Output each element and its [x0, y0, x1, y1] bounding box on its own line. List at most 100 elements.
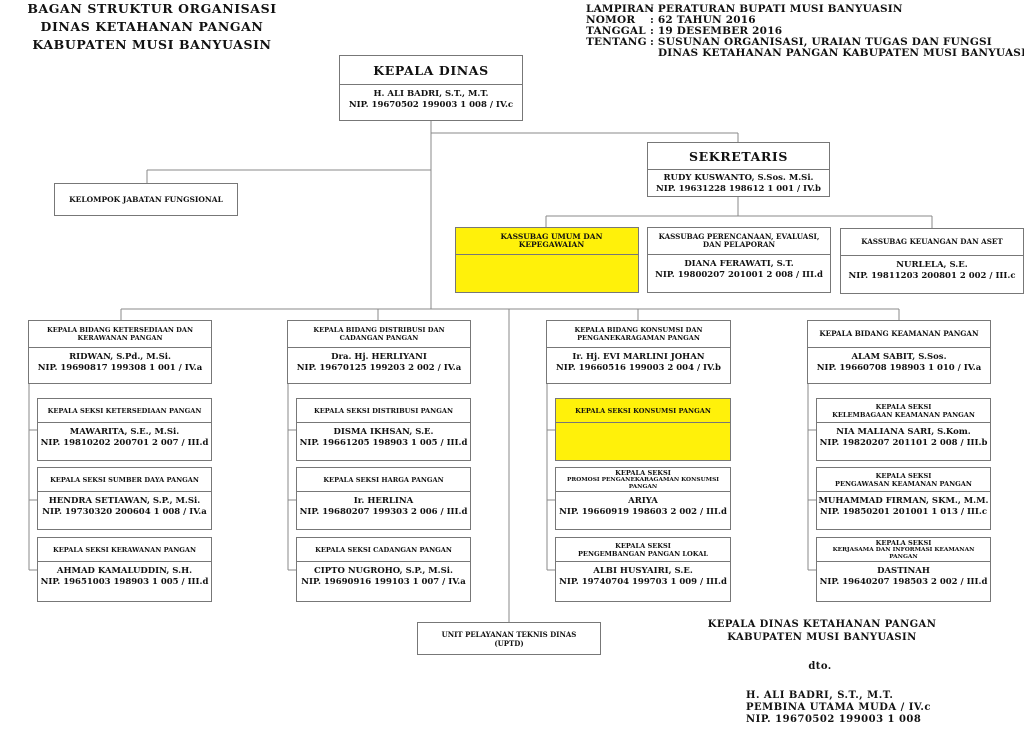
- box-title: KEPALA DINAS: [340, 56, 522, 85]
- seksi-konsumsi-box: KEPALA SEKSI KONSUMSI PANGAN: [555, 398, 731, 461]
- seksi-pengawasan-box: KEPALA SEKSI PENGAWASAN KEAMANAN PANGAN …: [816, 467, 991, 530]
- box-title: KEPALA SEKSI HARGA PANGAN: [297, 468, 470, 492]
- official-nip: NIP. 19800207 201001 2 008 / III.d: [655, 270, 823, 280]
- signature-dto: dto.: [808, 661, 832, 672]
- seksi-kelembagaan-box: KEPALA SEKSI KELEMBAGAAN KEAMANAN PANGAN…: [816, 398, 991, 461]
- box-title-line: PROMOSI PENGANEKARAGAMAN KONSUMSI PANGAN: [567, 476, 719, 490]
- seksi-promosi-box: KEPALA SEKSI PROMOSI PENGANEKARAGAMAN KO…: [555, 467, 731, 530]
- nomor-label: NOMOR: [586, 14, 636, 26]
- tanggal-value: : 19 DESEMBER 2016: [650, 25, 783, 37]
- uptd-box: UNIT PELAYANAN TEKNIS DINAS (UPTD): [417, 622, 601, 655]
- official-nip: NIP. 19661205 198903 1 005 / III.d: [299, 438, 468, 448]
- official-nip: NIP. 19820207 201101 2 008 / III.b: [819, 438, 988, 448]
- official-name: H. ALI BADRI, S.T., M.T.: [373, 89, 489, 99]
- official-nip: NIP. 19670502 199003 1 008 / IV.c: [348, 100, 514, 110]
- lampiran-label: LAMPIRAN: [586, 3, 655, 15]
- uptd-line: (UPTD): [494, 638, 524, 648]
- official-nip: NIP. 19690817 199308 1 001 / IV.a: [37, 363, 203, 373]
- box-title-line: KEPALA SEKSI: [875, 471, 932, 480]
- signature-rank: PEMBINA UTAMA MUDA / IV.c: [746, 702, 931, 713]
- box-title-line: KEPALA SEKSI: [615, 541, 671, 550]
- signature-name: H. ALI BADRI, S.T., M.T.: [746, 690, 894, 701]
- official-nip: NIP. 19810202 200701 2 007 / III.d: [40, 438, 209, 448]
- seksi-ketersediaan-box: KEPALA SEKSI KETERSEDIAAN PANGAN MAWARIT…: [37, 398, 212, 461]
- official-name: RUDY KUSWANTO, S.Sos. M.Si.: [663, 173, 814, 183]
- tanggal-label: TANGGAL: [586, 25, 646, 37]
- box-title-line: KEPALA SEKSI: [615, 468, 671, 477]
- box-title: KELOMPOK JABATAN FUNGSIONAL: [69, 195, 223, 204]
- box-title: KEPALA SEKSI KONSUMSI PANGAN: [556, 399, 730, 423]
- signature-line: KABUPATEN MUSI BANYUASIN: [727, 632, 917, 643]
- official-name: ARIYA: [628, 496, 658, 506]
- box-title: KEPALA SEKSI KERAWANAN PANGAN: [38, 538, 211, 562]
- official-name: CIPTO NUGROHO, S.P., M.Si.: [314, 566, 453, 576]
- nomor-value: : 62 TAHUN 2016: [650, 14, 756, 26]
- box-title: KASSUBAG PERENCANAAN, EVALUASI, DAN PELA…: [648, 228, 830, 255]
- lampiran-value: : PERATURAN BUPATI MUSI BANYUASIN: [650, 3, 903, 15]
- official-nip: NIP. 19740704 199703 1 009 / III.d: [559, 577, 727, 587]
- official-name: HENDRA SETIAWAN, S.P., M.Si.: [48, 496, 201, 506]
- official-nip: NIP. 19651003 198903 1 005 / III.d: [40, 577, 209, 587]
- official-name: Ir. HERLINA: [353, 496, 414, 506]
- seksi-kerawanan-box: KEPALA SEKSI KERAWANAN PANGAN AHMAD KAMA…: [37, 537, 212, 602]
- box-title-line: KEPALA SEKSI: [875, 402, 932, 411]
- box-title: KEPALA SEKSI KELEMBAGAAN KEAMANAN PANGAN: [817, 399, 990, 423]
- seksi-kerjasama-box: KEPALA SEKSI KERJASAMA DAN INFORMASI KEA…: [816, 537, 991, 602]
- tentang-value-2: DINAS KETAHANAN PANGAN KABUPATEN MUSI BA…: [658, 47, 1024, 59]
- official-name: NIA MALIANA SARI, S.Kom.: [836, 427, 971, 437]
- official-name: MUHAMMAD FIRMAN, SKM., M.M.: [818, 496, 989, 506]
- official-name: ALBI HUSYAIRI, S.E.: [593, 566, 693, 576]
- chart-title-line: DINAS KETAHANAN PANGAN: [40, 19, 264, 34]
- seksi-sumber-daya-box: KEPALA SEKSI SUMBER DAYA PANGAN HENDRA S…: [37, 467, 212, 530]
- box-title: KEPALA SEKSI KETERSEDIAAN PANGAN: [38, 399, 211, 423]
- box-title: KEPALA SEKSI CADANGAN PANGAN: [297, 538, 470, 562]
- box-title: KASSUBAG KEUANGAN DAN ASET: [841, 229, 1023, 256]
- official-nip: NIP. 19730320 200604 1 008 / IV.a: [42, 507, 207, 517]
- official-name: Ir. Hj. EVI MARLINI JOHAN: [572, 352, 705, 362]
- seksi-distribusi-box: KEPALA SEKSI DISTRIBUSI PANGAN DISMA IKH…: [296, 398, 471, 461]
- kepala-dinas-box: KEPALA DINAS H. ALI BADRI, S.T., M.T. NI…: [339, 55, 523, 121]
- box-title: SEKRETARIS: [648, 143, 829, 170]
- chart-title: BAGAN STRUKTUR ORGANISASI DINAS KETAHANA…: [22, 0, 282, 54]
- chart-title-line: KABUPATEN MUSI BANYUASIN: [32, 37, 272, 52]
- uptd-line: UNIT PELAYANAN TEKNIS DINAS: [441, 629, 577, 639]
- official-nip: NIP. 19660708 198903 1 010 / IV.a: [816, 363, 982, 373]
- box-title-line: KERJASAMA DAN INFORMASI KEAMANAN PANGAN: [832, 546, 975, 560]
- official-nip: NIP. 19631228 198612 1 001 / IV.b: [656, 184, 821, 194]
- bidang-ketersediaan-box: KEPALA BIDANG KETERSEDIAAN DAN KERAWANAN…: [28, 320, 212, 384]
- official-nip: NIP. 19680207 199303 2 006 / III.d: [299, 507, 468, 517]
- chart-title-line: BAGAN STRUKTUR ORGANISASI: [27, 1, 277, 16]
- tentang-value: : SUSUNAN ORGANISASI, URAIAN TUGAS DAN F…: [650, 36, 992, 48]
- official-name: MAWARITA, S.E., M.Si.: [69, 427, 180, 437]
- box-title: KEPALA BIDANG KEAMANAN PANGAN: [808, 321, 990, 348]
- seksi-cadangan-box: KEPALA SEKSI CADANGAN PANGAN CIPTO NUGRO…: [296, 537, 471, 602]
- kassubag-umum-box: KASSUBAG UMUM DAN KEPEGAWAIAN: [455, 227, 639, 293]
- official-nip: NIP. 19690916 199103 1 007 / IV.a: [301, 577, 466, 587]
- tentang-label: TENTANG: [586, 36, 647, 48]
- official-nip: NIP. 19670125 199203 2 002 / IV.a: [296, 363, 462, 373]
- official-name: ALAM SABIT, S.Sos.: [851, 352, 947, 362]
- kelompok-jabatan-box: KELOMPOK JABATAN FUNGSIONAL: [54, 183, 238, 216]
- official-name: Dra. Hj. HERLIYANI: [331, 352, 427, 362]
- official-nip: NIP. 19660919 198603 2 002 / III.d: [559, 507, 727, 517]
- kassubag-perencanaan-box: KASSUBAG PERENCANAAN, EVALUASI, DAN PELA…: [647, 227, 831, 293]
- official-nip: NIP. 19640207 198503 2 002 / III.d: [819, 577, 988, 587]
- bidang-distribusi-box: KEPALA BIDANG DISTRIBUSI DAN CADANGAN PA…: [287, 320, 471, 384]
- box-title-line: PENGEMBANGAN PANGAN LOKAL: [577, 549, 709, 558]
- box-title: KEPALA SEKSI PROMOSI PENGANEKARAGAMAN KO…: [556, 468, 730, 492]
- box-title: KEPALA SEKSI PENGAWASAN KEAMANAN PANGAN: [817, 468, 990, 492]
- official-nip: NIP. 19850201 201001 1 013 / III.c: [819, 507, 988, 517]
- sekretaris-box: SEKRETARIS RUDY KUSWANTO, S.Sos. M.Si. N…: [647, 142, 830, 197]
- signature-header: KEPALA DINAS KETAHANAN PANGAN KABUPATEN …: [700, 618, 944, 644]
- box-title-line: PENGAWASAN KEAMANAN PANGAN: [835, 479, 972, 488]
- official-nip: NIP. 19811203 200801 2 002 / III.c: [848, 271, 1016, 281]
- box-title: KEPALA SEKSI SUMBER DAYA PANGAN: [38, 468, 211, 492]
- box-title: KEPALA BIDANG KONSUMSI DAN PENGANEKARAGA…: [547, 321, 730, 348]
- bidang-konsumsi-box: KEPALA BIDANG KONSUMSI DAN PENGANEKARAGA…: [546, 320, 731, 384]
- signature-line: KEPALA DINAS KETAHANAN PANGAN: [707, 619, 937, 630]
- bidang-keamanan-box: KEPALA BIDANG KEAMANAN PANGAN ALAM SABIT…: [807, 320, 991, 384]
- official-nip: NIP. 19660516 199003 2 004 / IV.b: [556, 363, 721, 373]
- box-title: KEPALA BIDANG DISTRIBUSI DAN CADANGAN PA…: [288, 321, 470, 348]
- box-title: KEPALA SEKSI DISTRIBUSI PANGAN: [297, 399, 470, 423]
